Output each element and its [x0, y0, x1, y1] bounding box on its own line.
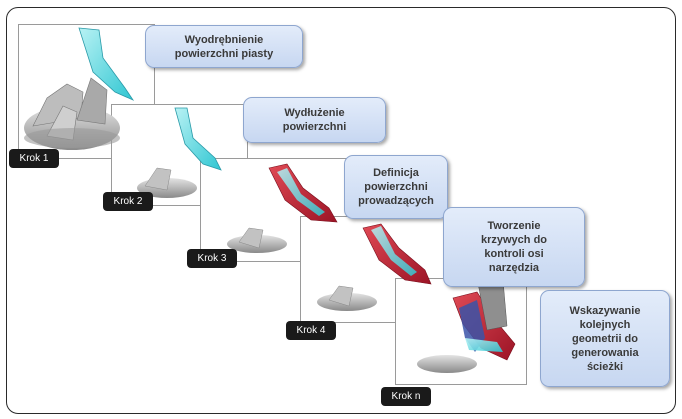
diagram-frame: Wyodrębnienie powierzchni piasty Wydłuże… — [6, 7, 676, 414]
step-4-impeller — [317, 223, 432, 311]
step-1-label: Krok 1 — [9, 149, 59, 168]
step-n-impeller — [417, 277, 516, 373]
impeller-illustrations — [24, 27, 516, 373]
step-n-caption: Wskazywanie kolejnych geometrii do gener… — [540, 290, 670, 387]
step-3-caption: Definicja powierzchni prowadzących — [344, 155, 448, 219]
step-3-impeller — [227, 163, 338, 253]
step-4-label: Krok 4 — [286, 321, 336, 340]
step-3-label: Krok 3 — [187, 249, 237, 268]
step-1-caption: Wyodrębnienie powierzchni piasty — [145, 25, 303, 68]
step-4-caption: Tworzenie krzywych do kontroli osi narzę… — [443, 207, 585, 287]
step-2-caption: Wydłużenie powierzchni — [243, 97, 386, 143]
step-2-label: Krok 2 — [103, 192, 153, 211]
step-n-label: Krok n — [381, 387, 431, 406]
step-1-impeller — [24, 27, 135, 150]
step-2-impeller — [137, 107, 222, 198]
